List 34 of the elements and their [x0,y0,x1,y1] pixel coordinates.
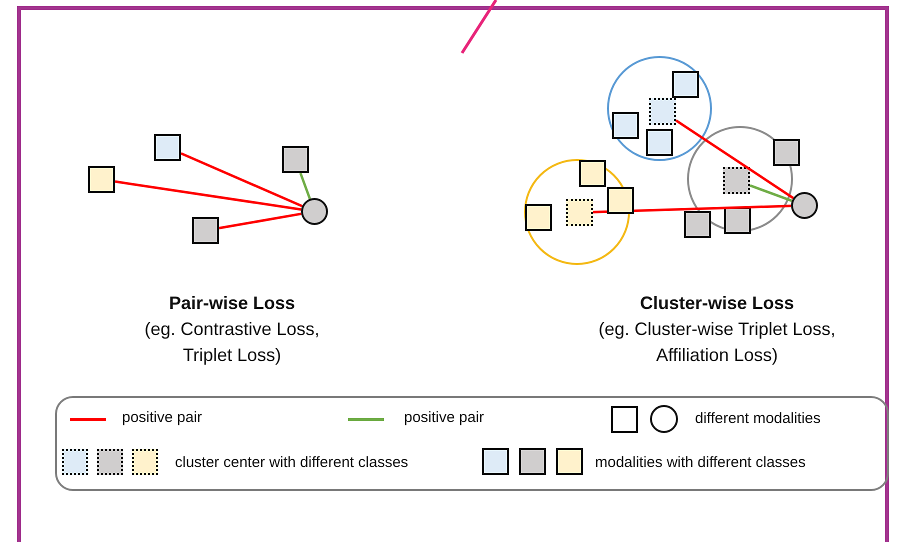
modality-square [684,211,711,238]
legend-text: positive pair [404,409,484,427]
connector-line [675,119,794,200]
connector-line [750,184,792,202]
modality-square [724,206,750,234]
modality-square [524,204,552,230]
modality-square [578,160,606,186]
cluster-center-square [648,98,676,124]
legend-text: cluster center with different classes [175,454,408,472]
modality-square [672,70,698,98]
modality-square [773,139,800,166]
modality-square [607,187,634,214]
modality-square [282,146,309,173]
connector-line [114,180,302,211]
cluster-center-square [566,198,592,226]
cluster-circle [607,56,712,161]
legend-text: modalities with different classes [595,454,806,472]
modality-square [612,112,638,138]
panel-subtitle: (eg. Contrastive Loss, Triplet Loss) [143,318,321,367]
modality-square [192,217,219,244]
panel-title: Cluster-wise Loss [638,292,796,315]
legend-text: positive pair [122,409,202,427]
modality-square [646,128,672,156]
connector-line [299,172,312,200]
panel-title: Pair-wise Loss [168,292,296,315]
modality-square [88,166,115,193]
legend-text: different modalities [695,410,821,428]
connector-line [180,152,303,208]
cluster-center-square [722,166,750,194]
modality-circle [791,192,818,219]
connector-line [218,212,302,230]
modality-square [154,134,181,161]
modality-circle [301,198,328,225]
panel-subtitle: (eg. Cluster-wise Triplet Loss, Affiliation Loss) [597,318,837,367]
